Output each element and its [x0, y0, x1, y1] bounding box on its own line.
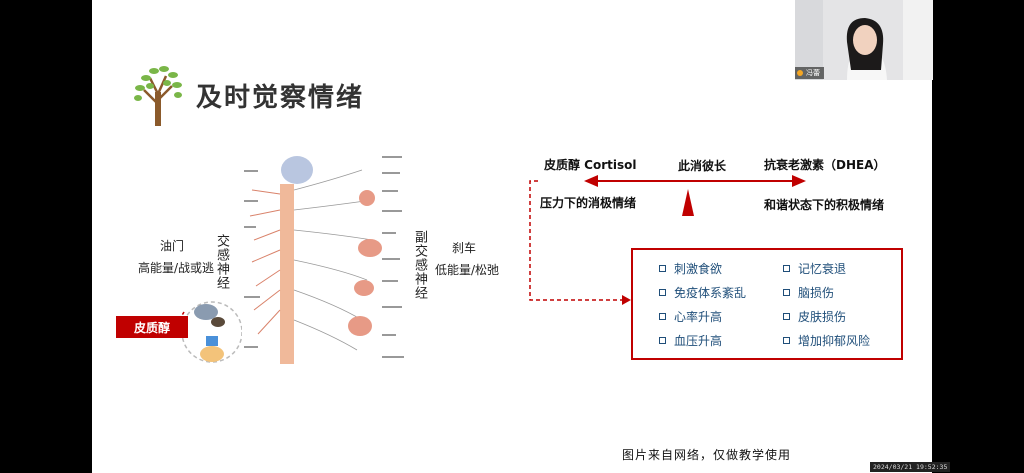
mic-icon: [797, 70, 803, 76]
participant-name-badge: 冯蕾: [795, 67, 824, 79]
effect-text: 心率升高: [674, 310, 723, 324]
participant-video-tile[interactable]: [795, 0, 933, 80]
brake-desc: 低能量/松弛: [435, 263, 500, 277]
effect-text: 刺激食欲: [674, 262, 723, 276]
parasympathetic-nerve-label: 副交感神经: [412, 230, 427, 300]
square-bullet-icon: [783, 313, 790, 320]
participant-name: 冯蕾: [806, 69, 820, 77]
square-bullet-icon: [783, 265, 790, 272]
square-bullet-icon: [783, 337, 790, 344]
slide-title: 及时觉察情绪: [196, 82, 365, 113]
effect-text: 增加抑郁风险: [798, 334, 871, 348]
square-bullet-icon: [783, 289, 790, 296]
slide-header: 及时觉察情绪: [130, 64, 364, 126]
positive-emotion-label: 和谐状态下的积极情绪: [764, 198, 885, 212]
square-bullet-icon: [659, 313, 666, 320]
throttle-label: 油门: [160, 239, 185, 253]
balance-label: 此消彼长: [678, 159, 727, 173]
list-item: 刺激食欲: [659, 260, 722, 277]
throttle-desc: 高能量/战或逃: [138, 261, 215, 275]
tree-logo-icon: [134, 66, 182, 126]
dhea-heading: 抗衰老激素（DHEA）: [764, 158, 886, 172]
cortisol-tag: 皮质醇: [116, 316, 188, 338]
nervous-system-diagram: [242, 150, 412, 370]
effect-text: 血压升高: [674, 334, 723, 348]
image-source-note: 图片来自网络，仅做教学使用: [622, 448, 792, 462]
square-bullet-icon: [659, 289, 666, 296]
cortisol-heading: 皮质醇 Cortisol: [544, 158, 637, 172]
recording-timestamp: 2024/03/21 19:52:35: [870, 462, 951, 472]
sympathetic-nerve-label: 交感神经: [214, 234, 229, 290]
square-bullet-icon: [659, 337, 666, 344]
effect-text: 脑损伤: [798, 286, 835, 300]
list-item: 皮肤损伤: [783, 308, 846, 325]
square-bullet-icon: [659, 265, 666, 272]
balance-arrow-diagram: [529, 175, 806, 305]
brake-label: 刹车: [452, 241, 477, 255]
negative-emotion-label: 压力下的消极情绪: [540, 196, 637, 210]
list-item: 免疫体系紊乱: [659, 284, 746, 301]
participant-video-feed: [795, 0, 933, 80]
effect-text: 皮肤损伤: [798, 310, 847, 324]
presentation-slide: 及时觉察情绪 油门 高能量/战或逃 交感神经 皮质醇: [92, 0, 932, 473]
list-item: 增加抑郁风险: [783, 332, 870, 349]
list-item: 血压升高: [659, 332, 722, 349]
list-item: 记忆衰退: [783, 260, 846, 277]
effect-text: 记忆衰退: [798, 262, 847, 276]
list-item: 脑损伤: [783, 284, 834, 301]
cortisol-effects-box: 刺激食欲 免疫体系紊乱 心率升高 血压升高 记忆衰退 脑损伤 皮肤损伤 增加抑郁…: [631, 248, 903, 360]
list-item: 心率升高: [659, 308, 722, 325]
effect-text: 免疫体系紊乱: [674, 286, 747, 300]
